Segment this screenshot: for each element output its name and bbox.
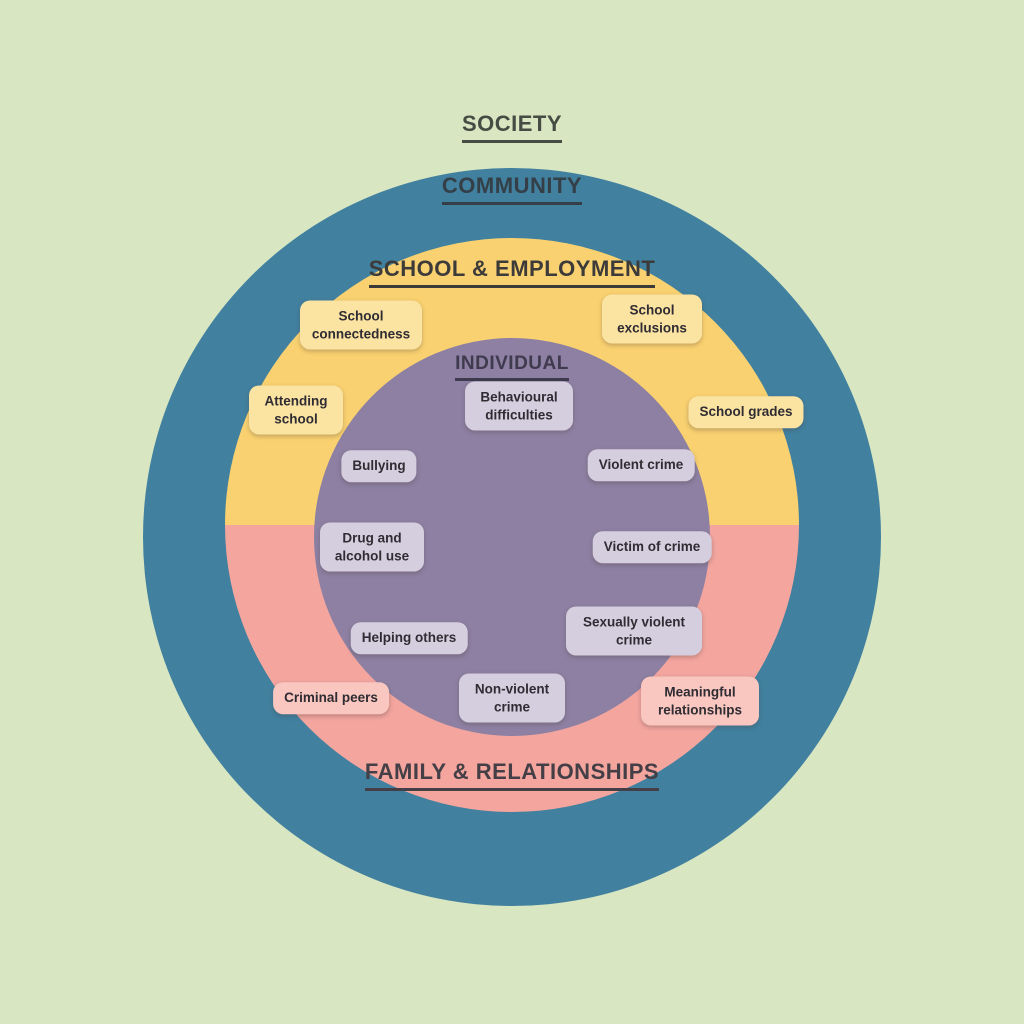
society-label: SOCIETY: [461, 111, 563, 143]
family-relationships-title: FAMILY & RELATIONSHIPS: [0, 759, 1024, 791]
factor-pill-criminal-peers: Criminal peers: [273, 682, 389, 714]
factor-pill-helping-others: Helping others: [350, 622, 468, 654]
community-ring-title: COMMUNITY: [0, 173, 1024, 205]
factor-pill-non-violent-crime: Non-violent crime: [459, 673, 565, 723]
factor-pill-violent-crime: Violent crime: [587, 449, 695, 481]
factor-pill-bullying: Bullying: [341, 450, 417, 482]
factor-pill-sexually-violent-crime: Sexually violent crime: [566, 606, 702, 656]
individual-title: INDIVIDUAL: [0, 353, 1024, 381]
factor-pill-drug-and-alcohol-use: Drug and alcohol use: [320, 522, 424, 572]
factor-pill-behavioural-difficulties: Behavioural difficulties: [465, 381, 573, 431]
factor-pill-meaningful-relationships: Meaningful relationships: [641, 676, 759, 726]
community-label: COMMUNITY: [441, 173, 583, 205]
factor-pill-victim-of-crime: Victim of crime: [592, 531, 712, 563]
society-ring-title: SOCIETY: [0, 111, 1024, 143]
family-relationships-label: FAMILY & RELATIONSHIPS: [364, 759, 660, 791]
factor-pill-school-grades: School grades: [688, 396, 804, 428]
factor-pill-school-exclusions: School exclusions: [602, 294, 702, 344]
school-employment-label: SCHOOL & EMPLOYMENT: [368, 256, 656, 288]
factor-pill-school-connectedness: School connectedness: [300, 300, 422, 350]
factor-pill-attending-school: Attending school: [249, 385, 343, 435]
school-employment-title: SCHOOL & EMPLOYMENT: [0, 256, 1024, 288]
individual-label: INDIVIDUAL: [455, 353, 569, 381]
